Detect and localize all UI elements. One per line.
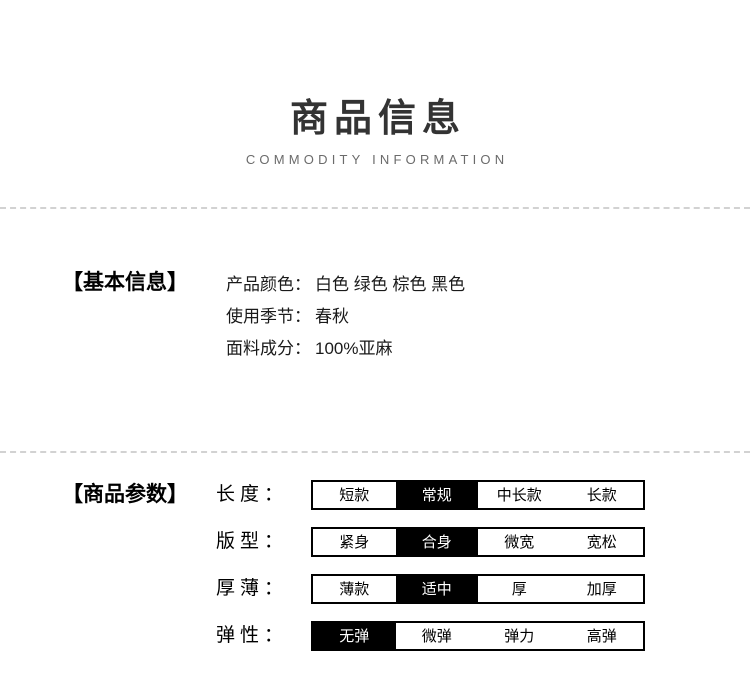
page-title: 商品信息 [289,98,466,140]
parameter-option[interactable]: 高弹 [560,623,643,649]
parameter-option-selected[interactable]: 常规 [395,482,478,508]
parameter-row: 弹性： 无弹微弹弹力高弹 [0,621,750,651]
parameter-label: 长度： [215,484,288,505]
parameter-row: 版型： 紧身合身微宽宽松 [0,527,750,557]
basic-info-key: 产品颜色 [226,275,294,294]
page-header: 商品信息 COMMODITY INFORMATION [0,96,750,170]
parameter-option[interactable]: 微弹 [395,623,478,649]
basic-info-value: 春秋 [315,307,349,326]
parameter-label: 厚薄： [215,578,288,599]
parameter-option-selected[interactable]: 无弹 [313,623,396,649]
parameter-option-selected[interactable]: 适中 [395,576,478,602]
basic-info-row: 产品颜色：白色 绿色 棕色 黑色 [226,269,465,301]
parameter-option-selected[interactable]: 合身 [395,529,478,555]
basic-info-list: 产品颜色：白色 绿色 棕色 黑色使用季节：春秋面料成分：100%亚麻 [226,269,465,365]
basic-info-row: 使用季节：春秋 [226,301,465,333]
product-parameters-heading: 【商品参数】 [62,483,188,506]
parameter-option[interactable]: 紧身 [313,529,396,555]
basic-info-key: 面料成分 [226,339,294,358]
parameter-option[interactable]: 宽松 [560,529,643,555]
basic-info-row: 面料成分：100%亚麻 [226,333,465,365]
basic-info-colon: ： [294,307,311,326]
parameter-rows: 长度： 短款常规中长款长款版型： 紧身合身微宽宽松厚薄： 薄款适中厚加厚弹性： 无弹微弹… [0,480,750,668]
parameter-option[interactable]: 厚 [478,576,561,602]
basic-info-colon: ： [294,275,311,294]
page-subtitle: COMMODITY INFORMATION [245,152,509,167]
parameter-option-group: 薄款适中厚加厚 [311,574,645,604]
parameter-row: 厚薄： 薄款适中厚加厚 [0,574,750,604]
parameter-option[interactable]: 加厚 [560,576,643,602]
parameter-option[interactable]: 薄款 [313,576,396,602]
parameter-option[interactable]: 弹力 [478,623,561,649]
basic-info-heading: 【基本信息】 [62,271,188,294]
parameter-option[interactable]: 中长款 [478,482,561,508]
parameter-label: 版型： [215,531,288,552]
basic-info-colon: ： [294,339,311,358]
parameter-option-group: 紧身合身微宽宽松 [311,527,645,557]
basic-info-value: 100%亚麻 [315,339,393,358]
divider-middle [0,451,750,453]
divider-top [0,207,750,209]
basic-info-value: 白色 绿色 棕色 黑色 [315,275,466,294]
parameter-label: 弹性： [215,625,288,646]
parameter-option-group: 无弹微弹弹力高弹 [311,621,645,651]
parameter-row: 长度： 短款常规中长款长款 [0,480,750,510]
parameter-option[interactable]: 微宽 [478,529,561,555]
basic-info-key: 使用季节 [226,307,294,326]
parameter-option[interactable]: 长款 [560,482,643,508]
parameter-option[interactable]: 短款 [313,482,396,508]
parameter-option-group: 短款常规中长款长款 [311,480,645,510]
